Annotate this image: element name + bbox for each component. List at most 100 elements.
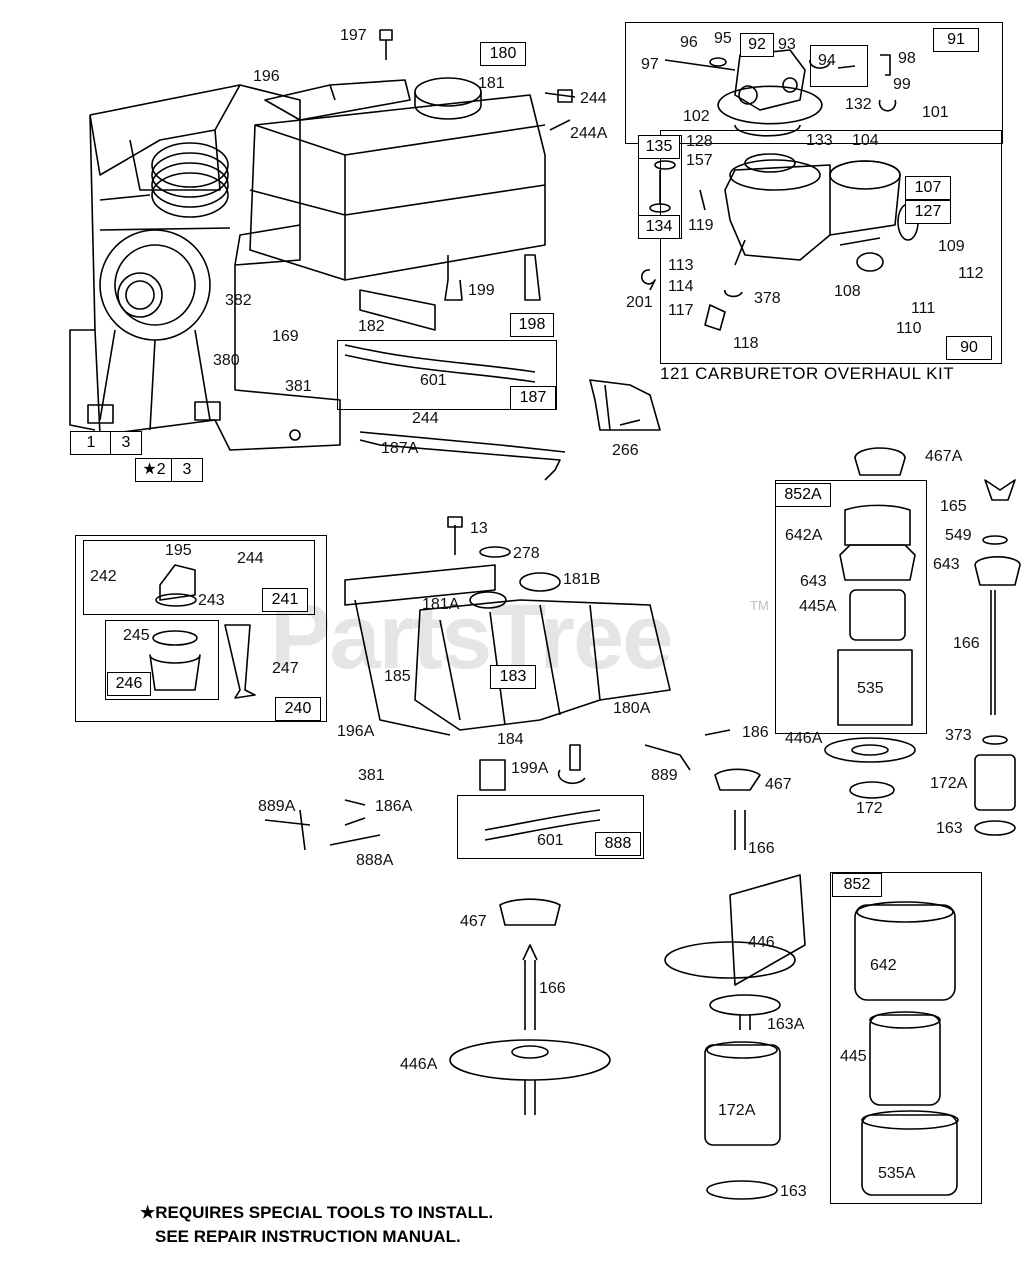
boxed-label-180: 180 [480,42,526,66]
label-549: 549 [945,527,972,544]
label-166-mid: 166 [748,840,775,857]
boxed-label-star2: ★2 [135,458,173,482]
label-128: 128 [686,133,713,150]
label-197: 197 [340,27,367,44]
label-109: 109 [938,238,965,255]
label-381-mid: 381 [358,767,385,784]
label-95: 95 [714,30,732,47]
label-132: 132 [845,96,872,113]
carburetor-kit-frame [625,22,1003,144]
label-101: 101 [922,104,949,121]
label-94: 94 [818,52,836,69]
boxed-label-107: 107 [905,176,951,200]
label-181: 181 [478,75,505,92]
boxed-label-92: 92 [740,33,774,57]
footnote-line-2: SEE REPAIR INSTRUCTION MANUAL. [155,1227,461,1246]
fuel-valve-240-frame [75,535,327,722]
label-888A: 888A [356,852,394,869]
boxed-label-127: 127 [905,200,951,224]
label-642A: 642A [785,527,823,544]
label-119: 119 [688,217,714,234]
label-382: 382 [225,292,252,309]
watermark-trademark: TM [750,598,769,613]
boxed-label-3-bottom: 3 [171,458,203,482]
label-467-left: 467 [460,913,487,930]
label-96: 96 [680,34,698,51]
label-118: 118 [733,335,759,352]
label-163-right: 163 [936,820,963,837]
label-380: 380 [213,352,240,369]
label-98: 98 [898,50,916,67]
label-642: 642 [870,957,897,974]
label-13: 13 [470,520,488,537]
label-181A: 181A [422,596,460,613]
label-244-top: 244 [580,90,607,107]
air-cleaner-852A-frame [775,480,927,734]
label-196A: 196A [337,723,375,740]
label-182: 182 [358,318,385,335]
fuel-line-888-frame [457,795,644,859]
label-195: 195 [165,542,192,559]
label-185: 185 [384,668,411,685]
label-242: 242 [90,568,117,585]
label-157: 157 [686,152,713,169]
footnote-line-1: ★REQUIRES SPECIAL TOOLS TO INSTALL. [140,1203,494,1222]
boxed-label-198: 198 [510,313,554,337]
watermark: PartsTree [270,586,673,688]
label-445A: 445A [799,598,837,615]
carburetor-drawing [640,49,919,331]
label-467-right: 467 [765,776,792,793]
label-163A: 163A [767,1016,805,1033]
label-199: 199 [468,282,495,299]
label-108: 108 [834,283,861,300]
boxed-label-3-top: 3 [110,431,142,455]
parts-94-frame [810,45,868,87]
boxed-label-246: 246 [107,672,151,696]
label-110: 110 [896,320,922,337]
label-169: 169 [272,328,299,345]
boxed-label-852: 852 [832,873,882,897]
label-467A: 467A [925,448,963,465]
label-104: 104 [852,132,879,149]
label-97: 97 [641,56,659,73]
boxed-label-90: 90 [946,336,992,360]
label-278: 278 [513,545,540,562]
label-166-right: 166 [953,635,980,652]
label-373: 373 [945,727,972,744]
label-643-left: 643 [800,573,827,590]
label-535: 535 [857,680,884,697]
label-184: 184 [497,731,524,748]
sediment-bowl-246-frame [105,620,219,700]
label-245: 245 [123,627,150,644]
boxed-label-241: 241 [262,588,308,612]
label-535A: 535A [878,1165,916,1182]
carburetor-kit-title: 121 CARBURETOR OVERHAUL KIT [660,364,955,383]
label-201: 201 [626,294,653,311]
boxed-label-1: 1 [70,431,112,455]
label-643-right: 643 [933,556,960,573]
label-187A: 187A [381,440,419,457]
label-117: 117 [668,302,694,319]
label-172A-bottom: 172A [718,1102,756,1119]
label-93: 93 [778,36,796,53]
label-243: 243 [198,592,225,609]
label-186A: 186A [375,798,413,815]
label-102: 102 [683,108,710,125]
label-163-bottom: 163 [780,1183,807,1200]
label-114: 114 [668,278,694,295]
label-99: 99 [893,76,911,93]
engine-block-drawing [69,84,341,451]
label-199A: 199A [511,760,549,777]
boxed-label-888: 888 [595,832,641,856]
label-181B: 181B [563,571,601,588]
label-601-bottom: 601 [537,832,564,849]
boxed-label-240: 240 [275,697,321,721]
label-247: 247 [272,660,299,677]
boxed-label-183: 183 [490,665,536,689]
label-244A: 244A [570,125,608,142]
label-381-top: 381 [285,378,312,395]
fuel-line-187-frame [337,340,557,410]
label-166-left: 166 [539,980,566,997]
label-172: 172 [856,800,883,817]
